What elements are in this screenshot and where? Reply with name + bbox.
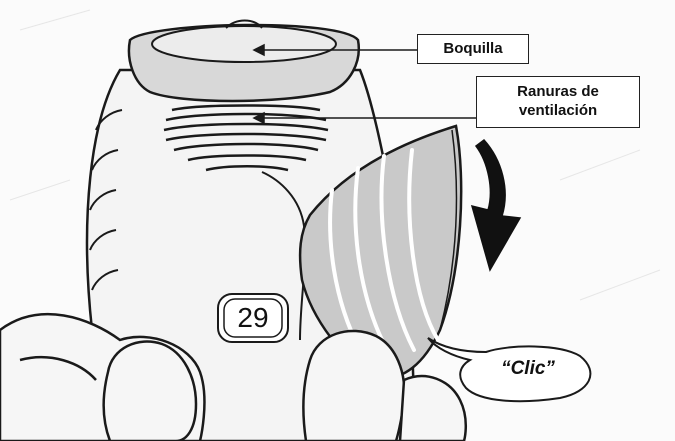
rotation-arrow [472, 140, 520, 270]
mouthpiece-label: Boquilla [417, 34, 529, 64]
dose-counter-value: 29 [223, 298, 283, 338]
mouthpiece [129, 21, 359, 102]
vents-label: Ranuras de ventilación [476, 76, 640, 128]
click-callout-text: “Clic” [470, 351, 586, 387]
